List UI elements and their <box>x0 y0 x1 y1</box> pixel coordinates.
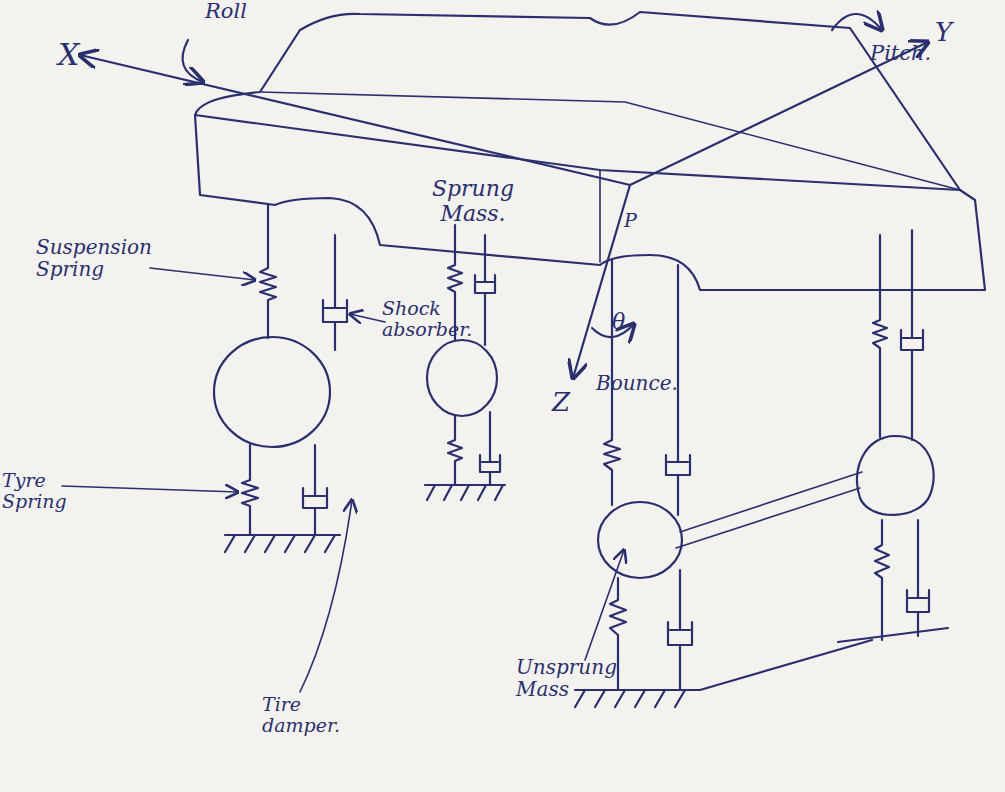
shock-absorber <box>475 235 495 345</box>
unsprung-mass-circle <box>427 340 497 416</box>
shock-absorber <box>323 235 347 350</box>
leader-line <box>150 268 255 280</box>
leader-line <box>350 314 385 322</box>
tyre-damper <box>668 570 692 690</box>
body-axes <box>80 14 928 378</box>
part-label: θ <box>612 310 642 334</box>
ground-hatch <box>425 485 505 500</box>
part-label: Shock absorber. <box>382 298 490 340</box>
left-front-corner <box>214 205 347 552</box>
leader-line <box>300 500 352 692</box>
part-label: Unsprung Mass <box>516 656 602 700</box>
part-label: Pitch. <box>870 42 960 65</box>
sprung-mass-body: Sprung Mass. <box>418 176 528 227</box>
suspension-spring <box>873 235 887 437</box>
part-label: Roll <box>205 0 285 23</box>
tyre-damper <box>480 412 500 485</box>
rear-left-corner <box>425 225 505 500</box>
part-label: Tyre Spring <box>2 470 68 512</box>
rear-right-corner <box>838 230 948 642</box>
shock-absorber <box>901 230 923 440</box>
tyre-spring <box>242 445 258 535</box>
part-label: Z <box>552 388 582 417</box>
tyre-damper <box>303 445 327 535</box>
part-label: Bounce. <box>596 372 696 394</box>
unsprung-mass-circle <box>857 436 934 515</box>
body-roof-edge <box>260 92 960 190</box>
part-label: P <box>624 210 654 231</box>
part-label: Tire damper. <box>262 694 344 736</box>
ground-hatch <box>225 535 340 552</box>
leader-line <box>62 486 238 492</box>
pitch-arrow <box>832 14 882 30</box>
unsprung-mass-circle <box>598 502 682 578</box>
suspension-spring <box>260 205 276 338</box>
tyre-spring <box>875 520 889 640</box>
part-label: X <box>58 38 98 71</box>
ground-hatch <box>838 628 948 642</box>
z-axis <box>573 185 630 378</box>
ground-hatch <box>575 640 872 707</box>
body-outline <box>195 12 985 290</box>
roll-arrow <box>183 40 203 82</box>
car-body <box>195 12 985 290</box>
right-front-corner <box>575 260 872 707</box>
x-axis <box>80 55 630 185</box>
leader-line <box>585 550 624 660</box>
tyre-spring <box>610 578 626 690</box>
node-label: Sprung Mass. <box>418 176 528 227</box>
axle-line <box>676 472 862 548</box>
part-label: Y <box>935 18 975 47</box>
unsprung-mass-circle <box>214 337 330 447</box>
tyre-damper <box>907 520 929 636</box>
part-label: Suspension Spring <box>36 236 154 280</box>
body-corner-edge <box>599 170 601 262</box>
body-crease <box>195 115 960 190</box>
tyre-spring <box>448 416 462 485</box>
